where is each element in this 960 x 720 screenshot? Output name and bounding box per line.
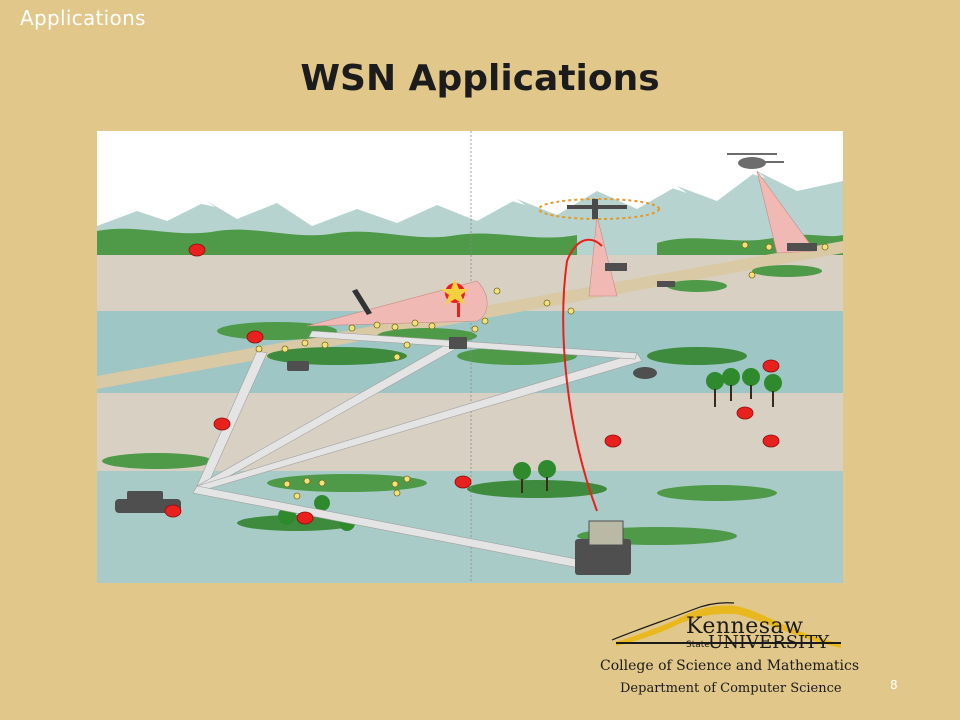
detection-cones [306,170,816,327]
logo-state: State [686,640,710,650]
mountain-logo-icon [611,602,841,648]
uav-orbit [538,198,660,220]
kennesaw-state-logo: Kennesaw State UNIVERSITY College of Sci… [596,598,860,702]
explosion-icon [441,279,469,317]
missile-trajectory [562,238,603,512]
logo-university: UNIVERSITY [708,632,830,653]
communication-beams [192,330,643,572]
trees [278,368,782,531]
logo-department: Department of Computer Science [620,681,842,696]
logo-kennesaw: Kennesaw [686,614,804,639]
battlefield-illustration [97,131,843,583]
logo-college: College of Science and Mathematics [600,658,860,674]
vegetation [102,265,822,545]
sensor-nodes [164,243,780,525]
helicopter-icon [727,153,784,169]
section-label: Applications [20,6,146,30]
page-number: 8 [890,678,898,692]
small-sensor-nodes [255,241,829,500]
pointer-arrow-icon [352,289,372,315]
slide-title: WSN Applications [300,58,660,99]
vehicle-icons [115,243,817,575]
uav-icon [567,199,627,219]
